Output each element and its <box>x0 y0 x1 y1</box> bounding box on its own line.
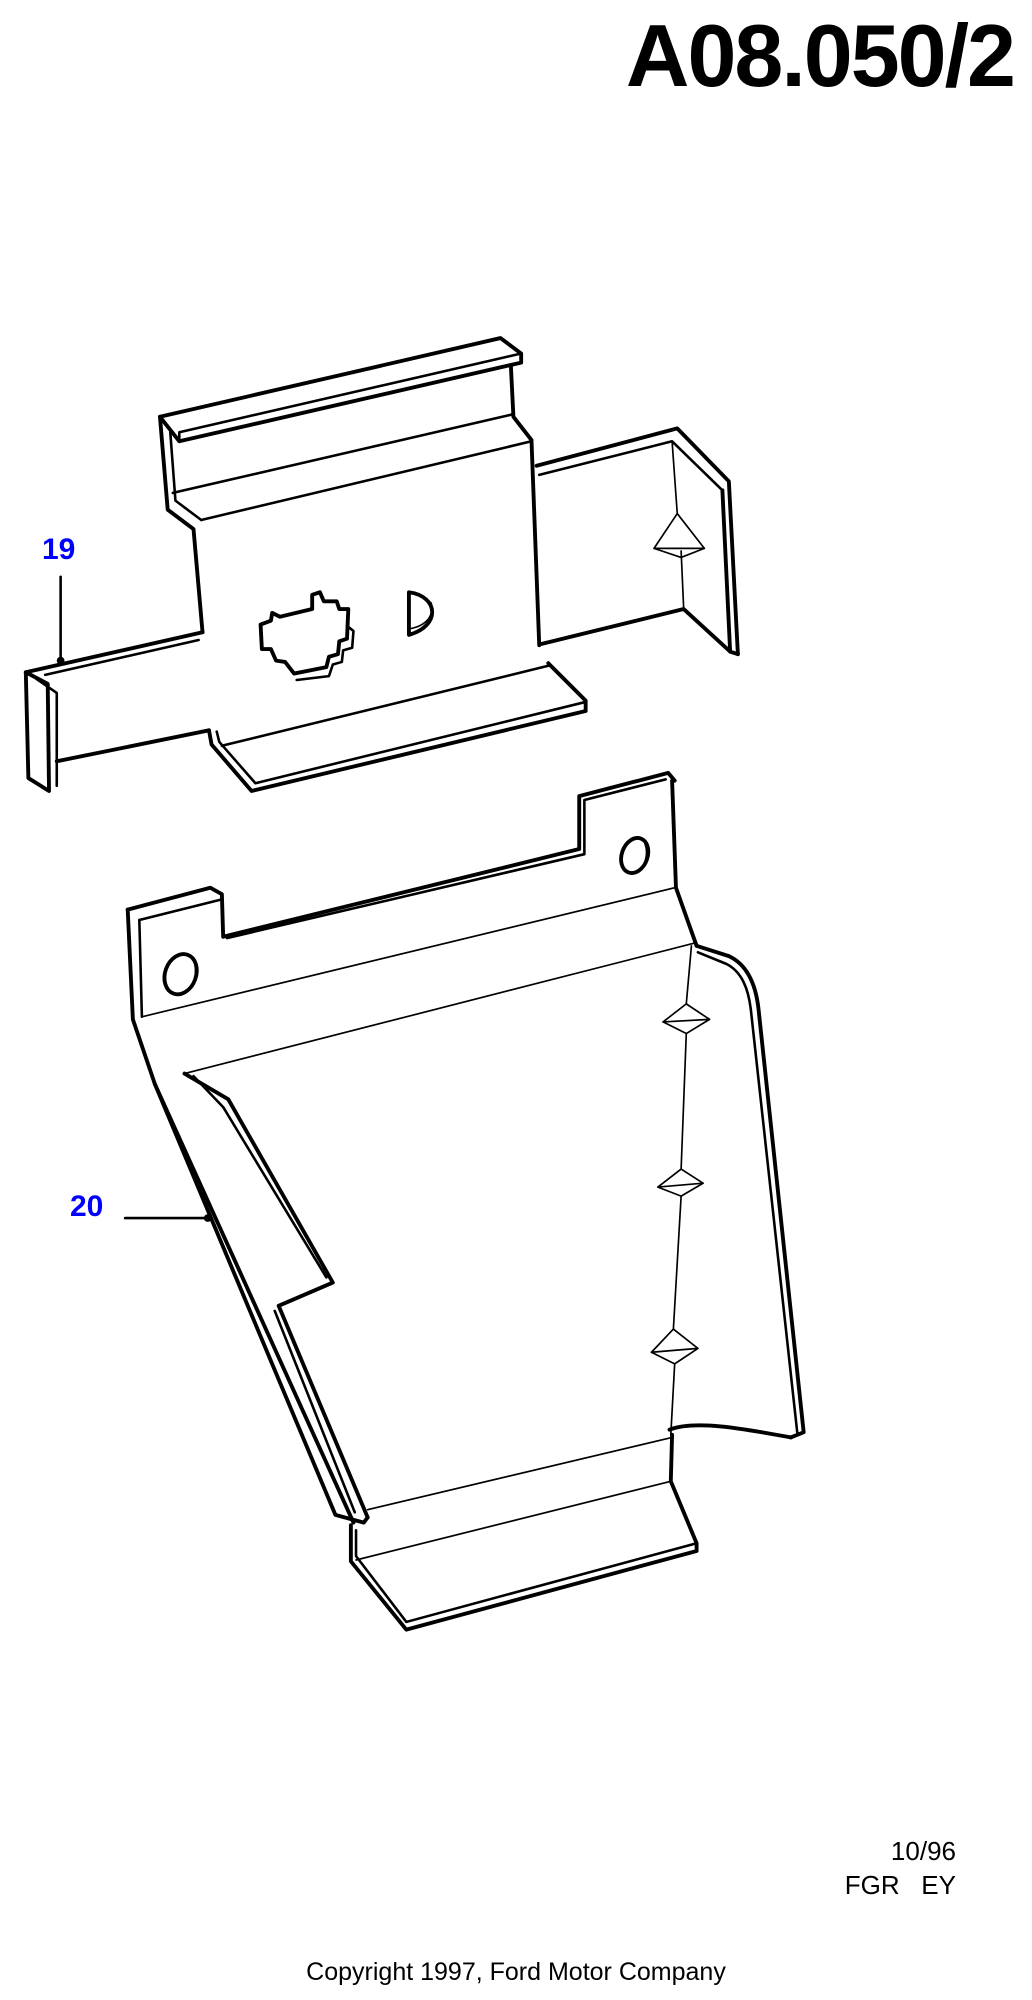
callout-20[interactable]: 20 <box>70 1190 104 1223</box>
part-20-panel[interactable] <box>123 770 806 1632</box>
revision-date: 10/96 <box>890 1836 956 1866</box>
callout-19[interactable]: 19 <box>42 533 76 566</box>
market-codes: FGR EY <box>844 1870 956 1900</box>
page-code-title: A08.050/2 <box>625 6 1016 105</box>
copyright-notice: Copyright 1997, Ford Motor Company <box>306 1958 726 1986</box>
part-19-bracket[interactable] <box>23 336 740 793</box>
